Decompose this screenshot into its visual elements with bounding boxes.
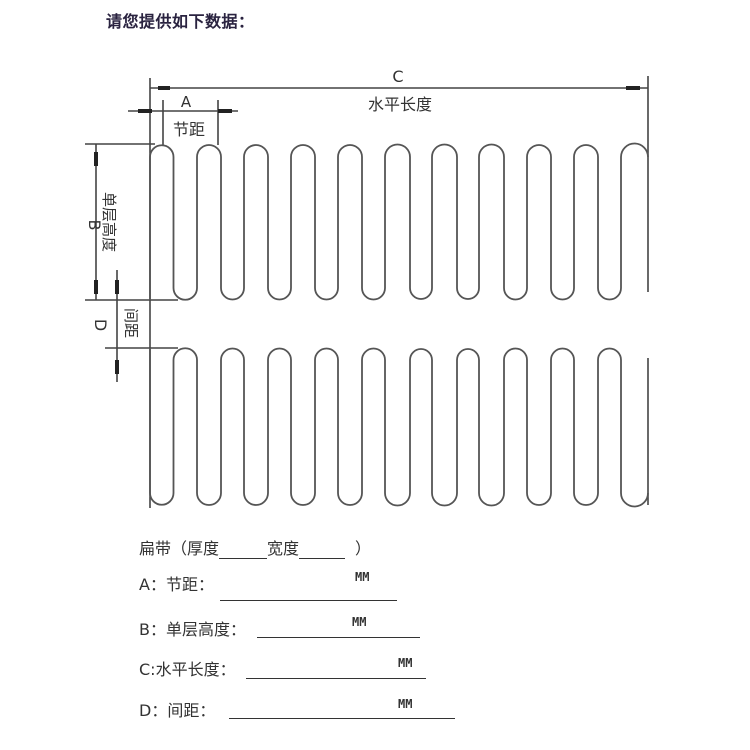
label-a: A (181, 93, 192, 111)
band-prefix: 扁带（厚度 (139, 539, 220, 558)
thickness-blank[interactable] (219, 558, 268, 559)
field-b-input[interactable] (257, 637, 420, 638)
band-width-label: 宽度 (267, 539, 300, 558)
top-row-serpentine (149, 142, 649, 301)
field-b-unit: MM (352, 615, 367, 629)
label-d-name: 间距 (122, 308, 140, 338)
band-spec-row: 扁带（厚度 宽度 ） (139, 535, 371, 559)
label-b: B (85, 220, 104, 231)
field-a-label: A：节距： (139, 575, 214, 594)
bottom-row-serpentine (149, 347, 649, 508)
label-b-name: 单层高度 (100, 192, 118, 252)
field-d-input[interactable] (229, 718, 455, 719)
field-a-input[interactable] (220, 600, 397, 601)
dimension-lines (85, 76, 649, 508)
label-c-name: 水平长度 (368, 95, 432, 114)
dimension-arrow-marks (94, 86, 640, 374)
serpentine-band-diagram: C 水平长度 A 节距 B 单层高度 D 间距 (85, 67, 649, 508)
field-c-input[interactable] (246, 678, 426, 679)
label-a-name: 节距 (173, 120, 205, 139)
field-a-unit: MM (355, 570, 370, 584)
label-d: D (91, 319, 110, 331)
field-d-unit: MM (398, 697, 413, 711)
field-d-label: D：间距： (139, 701, 216, 720)
width-blank[interactable] (299, 558, 346, 559)
page-heading: 请您提供如下数据： (106, 12, 255, 31)
field-c-label: C:水平长度： (139, 660, 236, 679)
band-suffix: ） (355, 539, 372, 558)
field-c-unit: MM (398, 656, 413, 670)
field-b-label: B：单层高度： (139, 620, 246, 639)
label-c: C (392, 67, 403, 86)
